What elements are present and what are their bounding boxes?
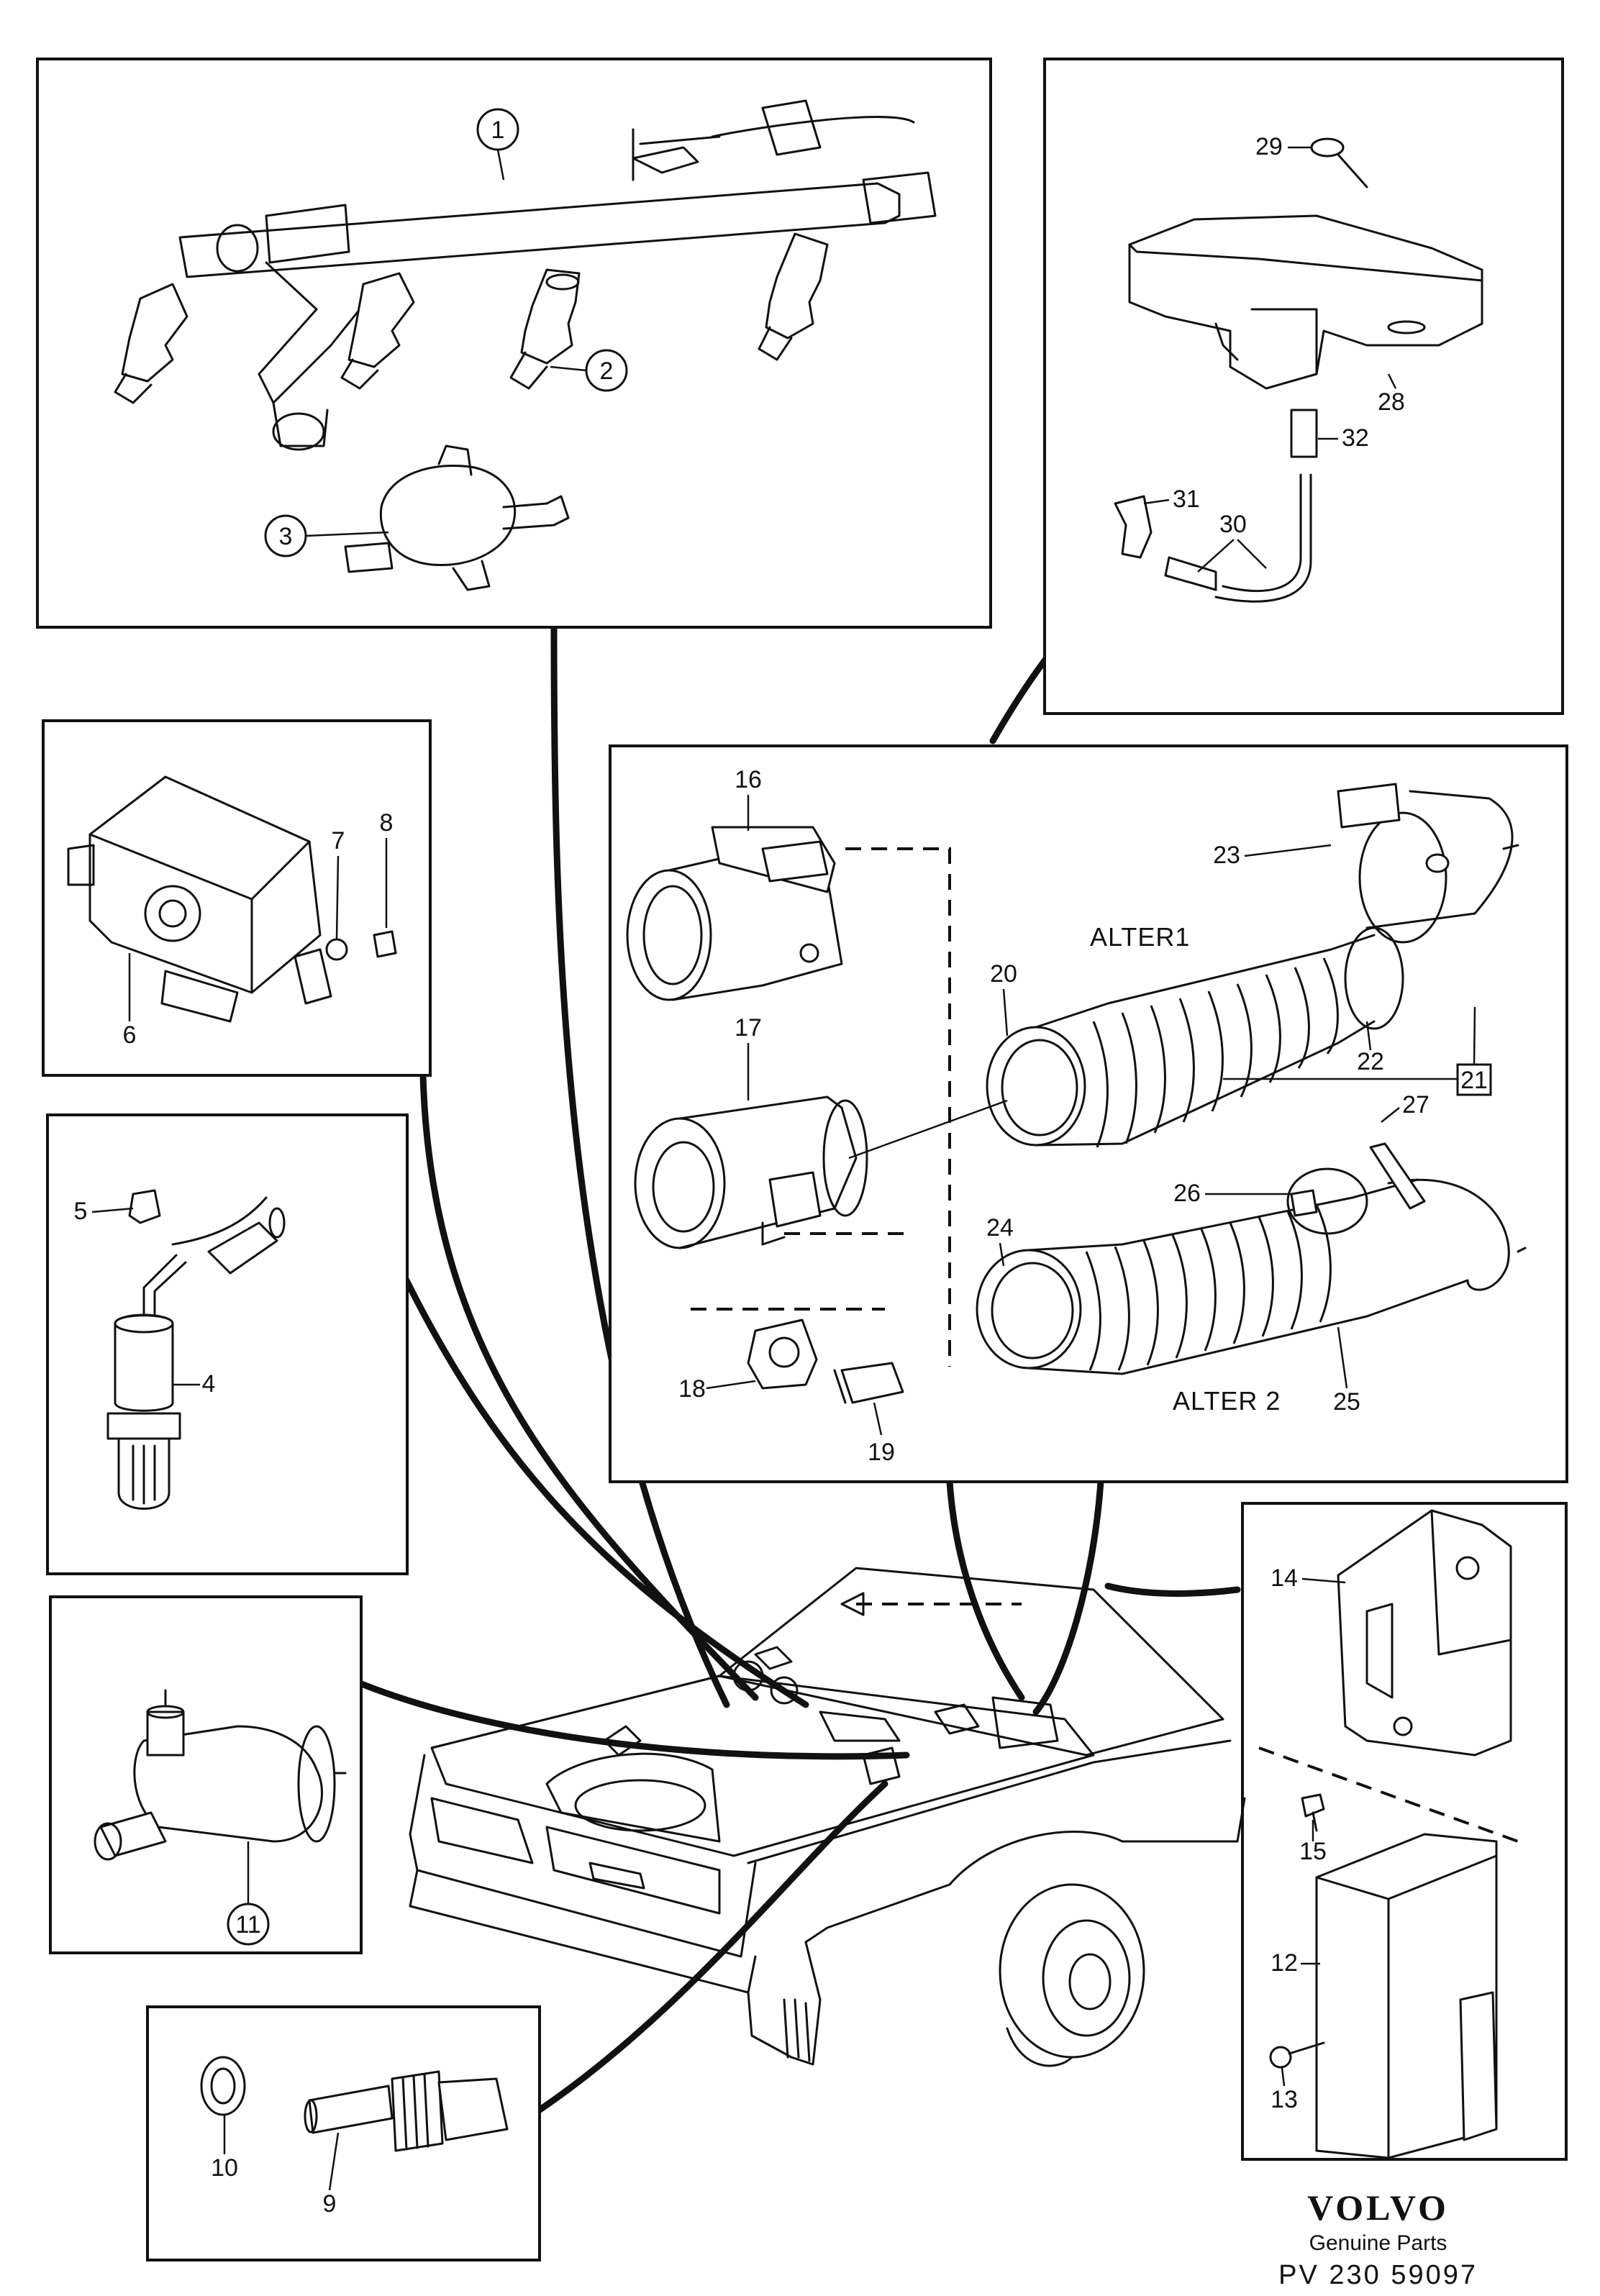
label-16: 16 — [735, 766, 762, 793]
label-29: 29 — [1255, 133, 1283, 160]
bellows-ribs-alter2 — [1085, 1204, 1332, 1371]
label-30: 30 — [1219, 511, 1247, 538]
footer: VOLVO Genuine Parts PV 230 59097 — [1278, 2187, 1478, 2291]
label-9: 9 — [323, 2190, 337, 2218]
label-5: 5 — [74, 1198, 88, 1225]
label-8: 8 — [380, 809, 394, 837]
label-10: 10 — [211, 2154, 238, 2182]
label-11: 11 — [235, 1911, 260, 1939]
panel-air-intake: 16 17 18 19 — [609, 744, 1568, 1483]
panel-oxygen-sensor: 5 4 — [46, 1113, 409, 1575]
car-illustration — [409, 1567, 1246, 2067]
label-17: 17 — [735, 1014, 762, 1042]
label-19: 19 — [868, 1439, 895, 1466]
label-15: 15 — [1299, 1838, 1327, 1865]
panel-cover-hoses: 29 28 32 31 30 — [1043, 58, 1564, 715]
label-21: 21 — [1460, 1067, 1488, 1094]
variant-label-alter1: ALTER1 — [1090, 922, 1190, 952]
panel-temp-sensor: 10 9 — [146, 2005, 541, 2261]
label-24: 24 — [986, 1214, 1014, 1242]
label-3: 3 — [279, 523, 293, 550]
label-1: 1 — [491, 117, 505, 144]
bellows-ribs-alter1 — [1092, 957, 1339, 1148]
label-32: 32 — [1342, 424, 1369, 452]
label-21-box — [1456, 1063, 1492, 1096]
genuine-parts-text: Genuine Parts — [1309, 2231, 1447, 2255]
panel-idle-valve: 11 — [49, 1595, 363, 1954]
label-6: 6 — [123, 1021, 137, 1049]
panel-control-unit: 14 15 12 13 — [1241, 1502, 1568, 2161]
label-27: 27 — [1402, 1091, 1429, 1119]
label-4: 4 — [202, 1370, 216, 1398]
variant-label-alter2: ALTER 2 — [1173, 1386, 1281, 1416]
label-28: 28 — [1378, 388, 1405, 416]
volvo-logo-wordmark: VOLVO — [1307, 2187, 1449, 2228]
label-20: 20 — [990, 960, 1017, 988]
label-7: 7 — [332, 827, 345, 855]
label-2: 2 — [600, 357, 614, 385]
label-25: 25 — [1333, 1388, 1360, 1416]
label-23: 23 — [1213, 842, 1240, 869]
label-31: 31 — [1173, 486, 1200, 513]
label-26: 26 — [1173, 1180, 1201, 1207]
label-18: 18 — [678, 1375, 706, 1403]
panel-fuel-rail: 1 2 3 — [36, 58, 992, 629]
label-14: 14 — [1271, 1564, 1298, 1592]
connector-lines — [356, 622, 1241, 2118]
panel-throttle-switch: 6 7 8 — [42, 719, 432, 1077]
label-12: 12 — [1271, 1949, 1298, 1977]
label-13: 13 — [1271, 2086, 1298, 2113]
label-22: 22 — [1357, 1048, 1384, 1075]
part-number: PV 230 59097 — [1278, 2260, 1478, 2290]
